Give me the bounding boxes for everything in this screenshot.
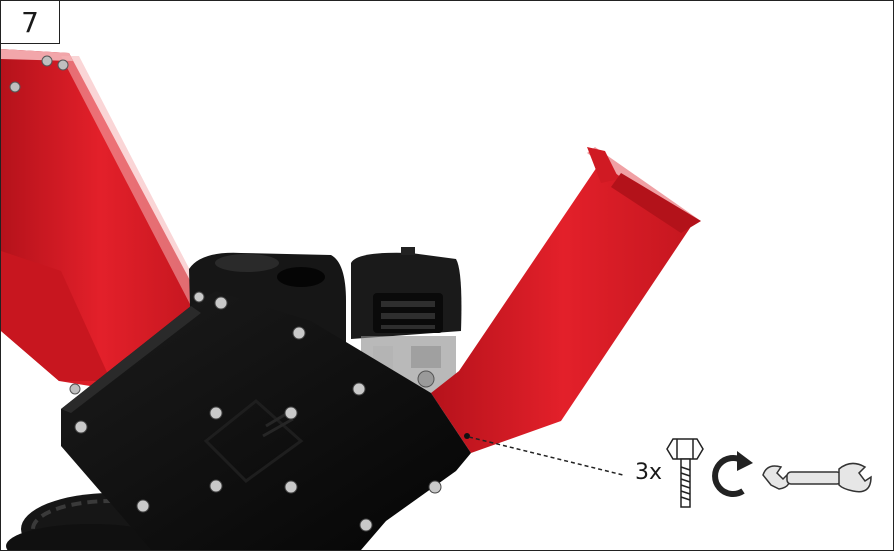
clockwise-rotate-icon — [712, 451, 753, 497]
quantity-label: 3x — [635, 460, 663, 485]
leader-line — [468, 436, 624, 476]
discharge-chute — [431, 147, 701, 453]
mounting-hole — [464, 433, 470, 439]
housing-bolts — [74, 291, 442, 532]
bolt-icon — [666, 438, 704, 508]
step-number: 7 — [1, 1, 60, 44]
feed-hopper — [1, 49, 206, 395]
wrench-icon — [762, 462, 872, 493]
chipper-housing — [61, 291, 471, 550]
